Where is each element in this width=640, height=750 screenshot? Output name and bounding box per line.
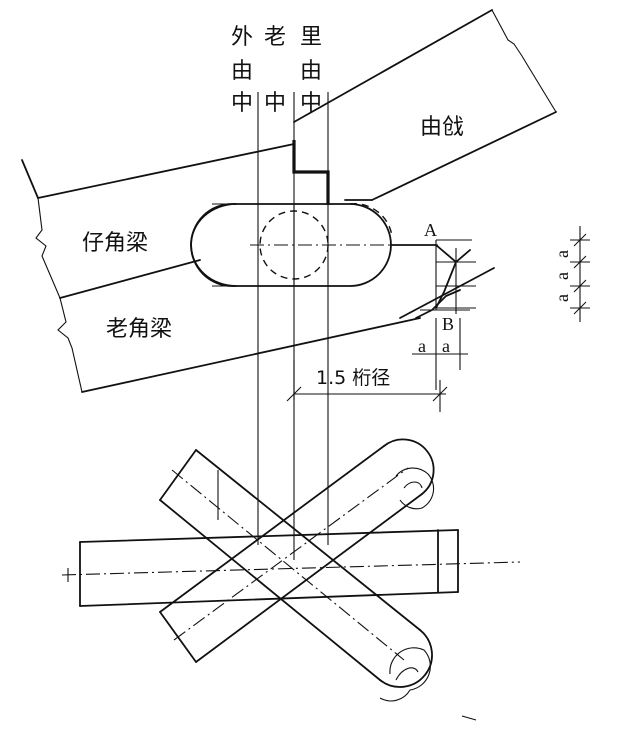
label-li-you: 由 (300, 59, 322, 84)
label-li: 里 (300, 25, 322, 50)
a-stack-dimension (570, 226, 590, 322)
a-stack-labels: a a a (552, 250, 572, 302)
label-point-b: B (442, 314, 454, 334)
label-dim-a-1: a (418, 336, 426, 356)
label-lao-jiao-liang: 老角梁 (106, 317, 172, 342)
label-lao-zhong: 中 (264, 91, 286, 116)
ab-construction (391, 239, 476, 390)
label-lao: 老 (264, 25, 286, 50)
top-labels: 外 由 中 老 中 里 由 中 (231, 25, 322, 116)
bottom-tick (461, 715, 477, 721)
notch-step (292, 140, 330, 205)
you-qiang-member (293, 9, 557, 201)
zi-jiao-liang-beam (21, 143, 295, 299)
label-you-qiang: 由戗 (420, 115, 464, 140)
label-a-stack-2: a (552, 272, 572, 280)
purlin-dimension (286, 360, 448, 412)
label-a-stack-3: a (552, 294, 572, 302)
lao-jiao-liang-beam (57, 267, 495, 393)
label-wai-zhong: 中 (231, 91, 253, 116)
purlin-section (190, 203, 440, 287)
label-point-a: A (424, 220, 437, 240)
label-a-stack-1: a (552, 250, 572, 258)
label-li-zhong: 中 (300, 91, 322, 116)
plan-view (61, 438, 521, 702)
label-zi-jiao-liang: 仔角梁 (82, 231, 148, 256)
label-wai-you: 由 (231, 59, 253, 84)
label-purlin-dimension: 1.5 桁径 (316, 367, 390, 389)
label-wai: 外 (231, 25, 253, 50)
label-dim-a-2: a (442, 336, 450, 356)
